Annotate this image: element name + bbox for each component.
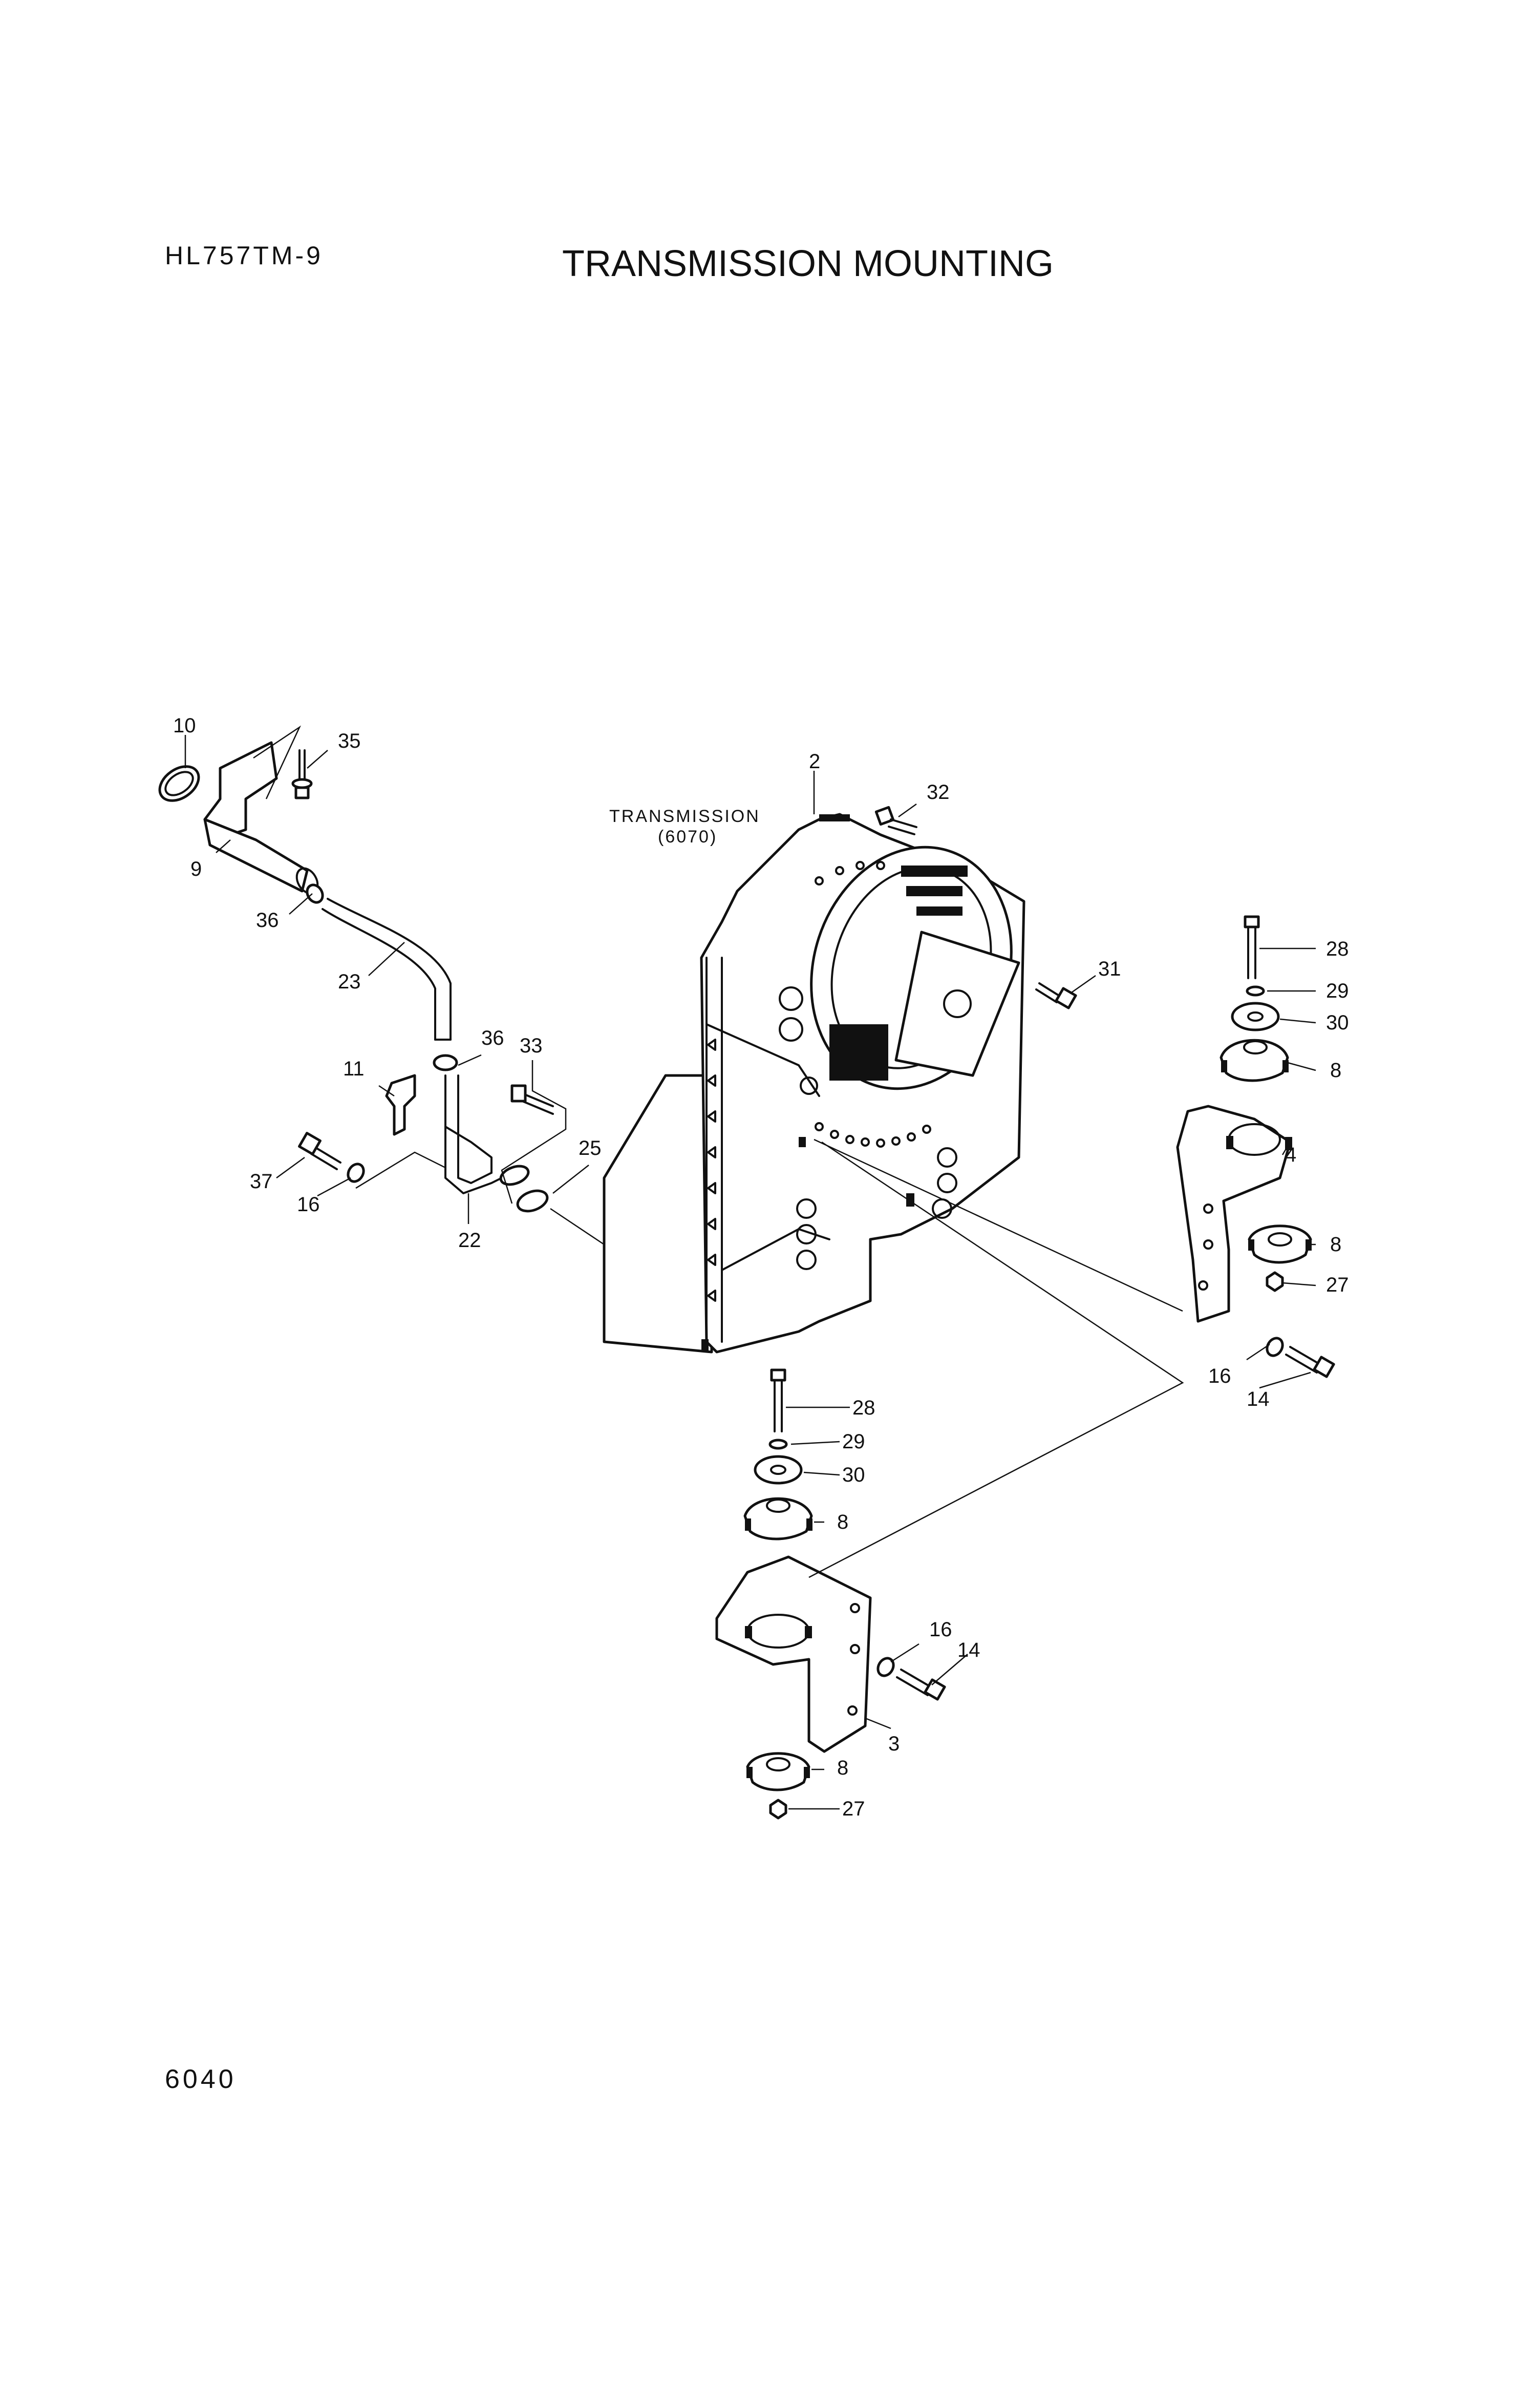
callout-23: 23: [338, 970, 361, 993]
callout-36a: 36: [256, 909, 279, 932]
callout-16a: 16: [297, 1193, 320, 1216]
callout-33: 33: [520, 1035, 543, 1057]
callout-14b: 14: [957, 1639, 980, 1661]
callout-25: 25: [579, 1137, 602, 1159]
callout-28a: 28: [1326, 938, 1349, 960]
callout-36b: 36: [481, 1027, 504, 1049]
callout-3: 3: [888, 1733, 900, 1755]
callout-2: 2: [809, 750, 820, 773]
lower-mount-group: [715, 1368, 946, 1820]
callout-31: 31: [1098, 958, 1121, 980]
callout-11: 11: [343, 1058, 365, 1080]
callout-22: 22: [458, 1229, 481, 1252]
callout-14a: 14: [1247, 1388, 1270, 1410]
callout-16c: 16: [929, 1618, 952, 1641]
right-mount-group: [1176, 915, 1335, 1378]
callout-32: 32: [927, 781, 950, 804]
callout-28b: 28: [852, 1397, 875, 1419]
page-title: TRANSMISSION MOUNTING: [562, 243, 1054, 284]
callout-16b: 16: [1208, 1365, 1231, 1387]
callout-35: 35: [338, 730, 361, 752]
callout-27b: 27: [842, 1798, 865, 1820]
leader-lines: [184, 725, 1316, 1810]
callout-37: 37: [250, 1170, 273, 1193]
callout-8a: 8: [1330, 1059, 1341, 1082]
callout-labels: TRANSMISSION (6070) 10 35 9 36 23 36 33 …: [173, 714, 1349, 1820]
oil-line-group: [298, 1054, 554, 1213]
callout-4: 4: [1285, 1144, 1296, 1166]
model-code: HL757TM-9: [165, 241, 323, 270]
filler-breather-group: [158, 741, 452, 1041]
callout-8b: 8: [1330, 1233, 1341, 1256]
callout-30a: 30: [1326, 1011, 1349, 1034]
transmission-label: TRANSMISSION: [609, 807, 760, 826]
transmission-ref: (6070): [658, 827, 717, 847]
callout-29b: 29: [842, 1430, 865, 1453]
transmission-assembly: [603, 813, 1025, 1354]
callout-8c: 8: [837, 1511, 848, 1533]
callout-9: 9: [190, 858, 202, 880]
callout-8d: 8: [837, 1757, 848, 1779]
page-number: 6040: [165, 2064, 237, 2094]
callout-10: 10: [173, 714, 196, 737]
callout-27a: 27: [1326, 1274, 1349, 1296]
callout-29a: 29: [1326, 980, 1349, 1002]
callout-30b: 30: [842, 1464, 865, 1486]
